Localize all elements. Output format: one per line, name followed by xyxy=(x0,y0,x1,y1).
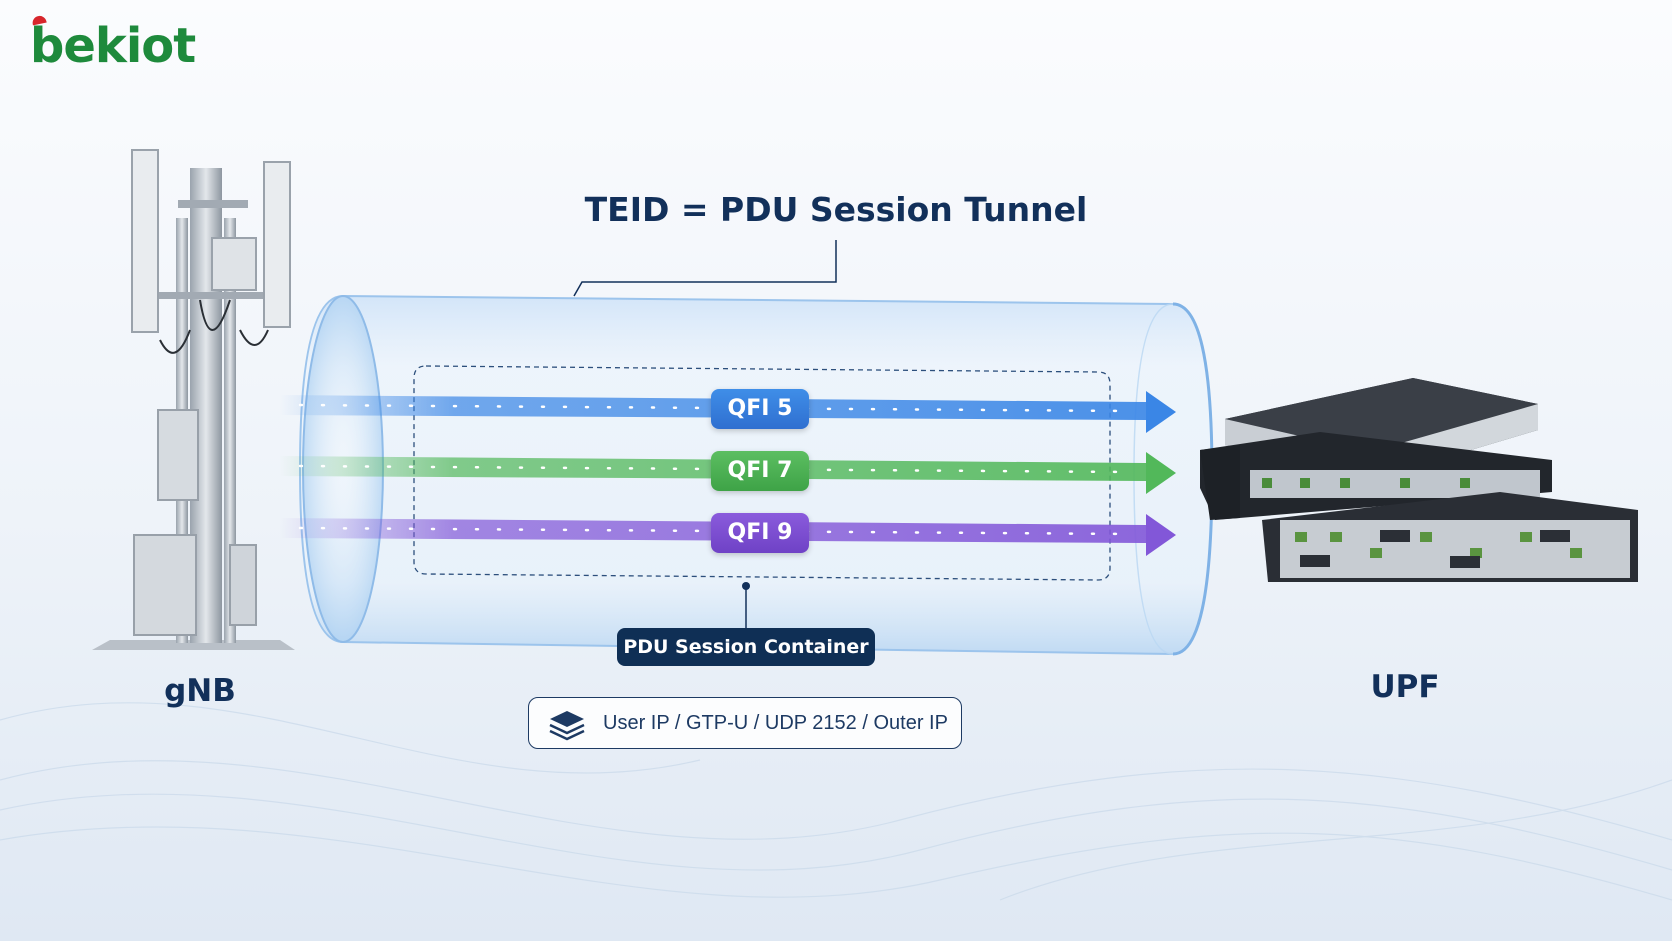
qfi-9-badge: QFI 9 xyxy=(711,513,809,553)
pdu-session-container-outline xyxy=(413,365,1111,581)
protocol-stack-text: User IP / GTP-U / UDP 2152 / Outer IP xyxy=(603,712,948,734)
layers-icon xyxy=(549,711,585,741)
title-connector xyxy=(573,240,837,297)
pdu-session-container-label: PDU Session Container xyxy=(617,628,875,666)
qfi-5-badge: QFI 5 xyxy=(711,389,809,429)
qfi-7-badge: QFI 7 xyxy=(711,451,809,491)
gnb-label: gNB xyxy=(164,673,236,709)
cell-tower-icon xyxy=(92,149,295,650)
diagram-title: TEID = PDU Session Tunnel xyxy=(584,190,1088,229)
protocol-stack-box: User IP / GTP-U / UDP 2152 / Outer IP xyxy=(528,697,962,749)
background-waves xyxy=(0,702,1672,901)
server-rack-icon xyxy=(1200,378,1638,582)
upf-label: UPF xyxy=(1370,669,1440,705)
brand-logo: bekiot xyxy=(30,18,196,74)
